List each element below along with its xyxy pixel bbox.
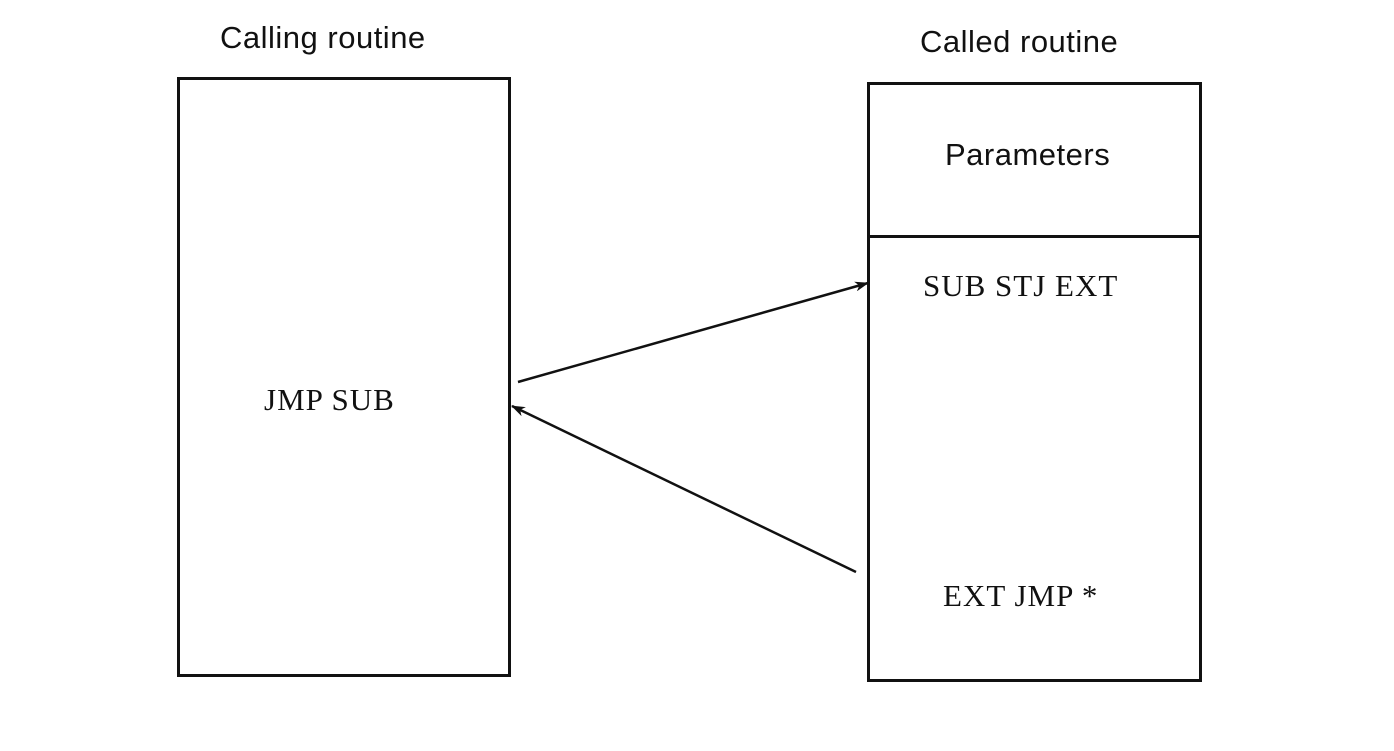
parameters-divider [870, 235, 1199, 238]
entry-instruction: SUB STJ EXT [923, 268, 1119, 303]
exit-instruction: EXT JMP * [943, 578, 1099, 613]
called-routine-title: Called routine [920, 24, 1119, 59]
jmp-sub-instruction: JMP SUB [264, 382, 395, 417]
calling-routine-box: JMP SUB [177, 77, 511, 677]
return-arrow [511, 404, 857, 574]
called-routine-box: Parameters SUB STJ EXT EXT JMP * [867, 82, 1202, 682]
call-arrow [517, 281, 869, 384]
parameters-label: Parameters [945, 137, 1111, 172]
calling-routine-title: Calling routine [220, 20, 426, 55]
